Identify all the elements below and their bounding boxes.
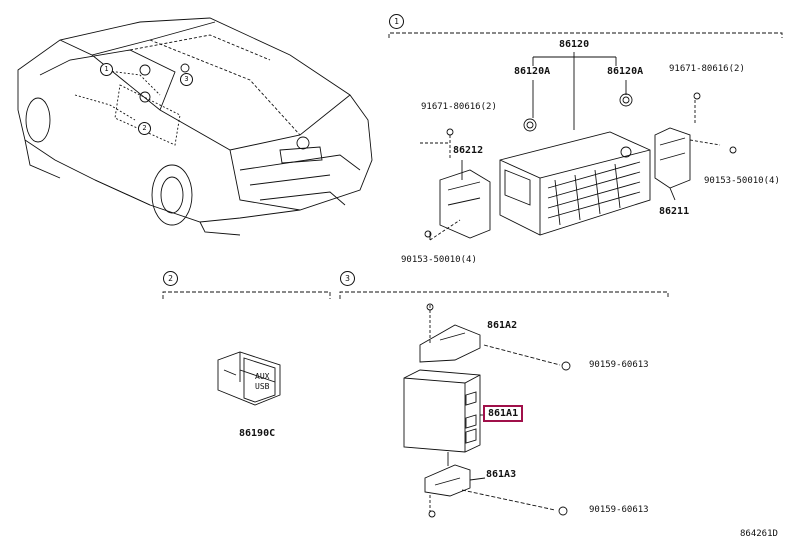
section-marker-3: 3 — [340, 271, 355, 286]
part-90159-bottom: 90159-60613 — [589, 505, 649, 515]
section-marker-2: 2 — [163, 271, 178, 286]
part-86120: 86120 — [559, 39, 590, 50]
part-86212: 86212 — [453, 145, 484, 156]
part-86120A-left: 86120A — [514, 66, 551, 77]
part-86190C: 86190C — [239, 428, 276, 439]
switch-text-usb: USB — [255, 382, 270, 391]
part-90153-bottom: 90153-50010(4) — [401, 255, 477, 265]
car-marker-2: 2 — [138, 122, 151, 135]
part-91671-top: 91671-80616(2) — [669, 64, 745, 74]
audio-head-unit — [499, 131, 651, 236]
part-86211: 86211 — [659, 206, 690, 217]
car-marker-3: 3 — [180, 73, 193, 86]
diagram-id: 864261D — [740, 529, 778, 539]
part-86120A-right: 86120A — [607, 66, 644, 77]
car-illustration — [17, 17, 373, 236]
switch-text-aux: AUX — [255, 372, 270, 381]
part-90153-right: 90153-50010(4) — [704, 176, 780, 186]
control-module — [403, 369, 481, 453]
car-marker-1: 1 — [100, 63, 113, 76]
part-861A1-highlighted[interactable]: 861A1 — [483, 405, 524, 422]
part-91671-left: 91671-80616(2) — [421, 102, 497, 112]
part-861A3: 861A3 — [486, 469, 517, 480]
part-861A2: 861A2 — [487, 320, 518, 331]
part-90159-top: 90159-60613 — [589, 360, 649, 370]
aux-usb-switch — [217, 351, 281, 406]
section-marker-1: 1 — [389, 14, 404, 29]
